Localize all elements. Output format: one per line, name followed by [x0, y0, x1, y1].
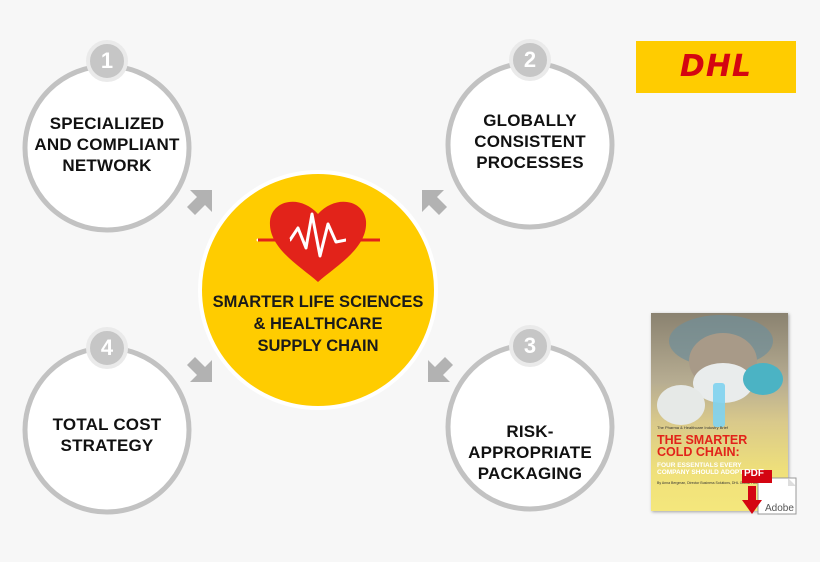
- center-title: SMARTER LIFE SCIENCES & HEALTHCARE SUPPL…: [203, 291, 433, 357]
- node-4-line-1: TOTAL COST: [52, 415, 162, 434]
- arrow-icon: [422, 190, 447, 215]
- node-3-line-2: PACKAGING: [477, 464, 583, 483]
- brochure-kicker: The Pharma & Healthcare Industry Brief: [657, 425, 728, 430]
- brochure-cover[interactable]: The Pharma & Healthcare Industry Brief T…: [651, 313, 788, 511]
- brochure-subtitle-line-1: FOUR ESSENTIALS EVERY: [657, 462, 742, 469]
- node-2-line-3: PROCESSES: [476, 153, 584, 172]
- node-2-number: 2: [523, 47, 537, 72]
- pdf-badge-label: PDF: [744, 468, 764, 479]
- number-bubble-2: [509, 39, 551, 81]
- brochure-title-line-2: COLD CHAIN:: [657, 445, 740, 459]
- node-3-number: 3: [523, 333, 537, 358]
- center-title-line-3: SUPPLY CHAIN: [257, 337, 379, 355]
- node-1-line-1: SPECIALIZED: [49, 114, 165, 133]
- brochure-subtitle-line-2: COMPANY SHOULD ADOPT: [657, 469, 744, 476]
- node-1-line-2: AND COMPLIANT: [34, 135, 180, 154]
- number-bubble-4: [86, 327, 128, 369]
- dhl-logo[interactable]: DHL: [636, 41, 796, 93]
- number-bubble-3: [509, 325, 551, 367]
- node-4-number: 4: [100, 335, 114, 360]
- pdf-download-icon[interactable]: [740, 470, 798, 516]
- arrow-icon: [187, 357, 212, 382]
- center-title-line-1: SMARTER LIFE SCIENCES: [212, 293, 424, 311]
- node-1-line-3: NETWORK: [62, 156, 152, 175]
- node-2-line-1: GLOBALLY: [483, 111, 577, 130]
- node-2-line-2: CONSISTENT: [474, 132, 586, 151]
- brochure-author: By Anna Bergman, Director Business Solut…: [657, 481, 769, 485]
- node-1-number: 1: [100, 48, 114, 73]
- heartbeat-icon: [256, 201, 380, 282]
- center-circle: [198, 170, 438, 410]
- brochure-photo: [657, 315, 783, 427]
- node-3-line-1: RISK-APPROPRIATE: [468, 422, 592, 462]
- arrow-icon: [187, 190, 212, 215]
- dhl-logo-text: DHL: [679, 49, 753, 84]
- node-4-label: TOTAL COST STRATEGY: [27, 414, 187, 456]
- arrow-icon: [428, 357, 453, 382]
- brochure-title-line-1: THE SMARTER: [657, 433, 748, 447]
- node-1-label: SPECIALIZED AND COMPLIANT NETWORK: [27, 113, 187, 176]
- brochure-subtitle: FOUR ESSENTIALS EVERY COMPANY SHOULD ADO…: [657, 462, 783, 476]
- brochure-title: THE SMARTER COLD CHAIN:: [657, 433, 785, 459]
- node-2-label: GLOBALLY CONSISTENT PROCESSES: [450, 110, 610, 173]
- number-bubble-1: [86, 40, 128, 82]
- node-4-line-2: STRATEGY: [60, 436, 154, 455]
- center-title-line-2: & HEALTHCARE: [253, 315, 383, 333]
- node-3-label: RISK-APPROPRIATE PACKAGING: [448, 421, 612, 484]
- adobe-label: Adobe: [765, 503, 794, 514]
